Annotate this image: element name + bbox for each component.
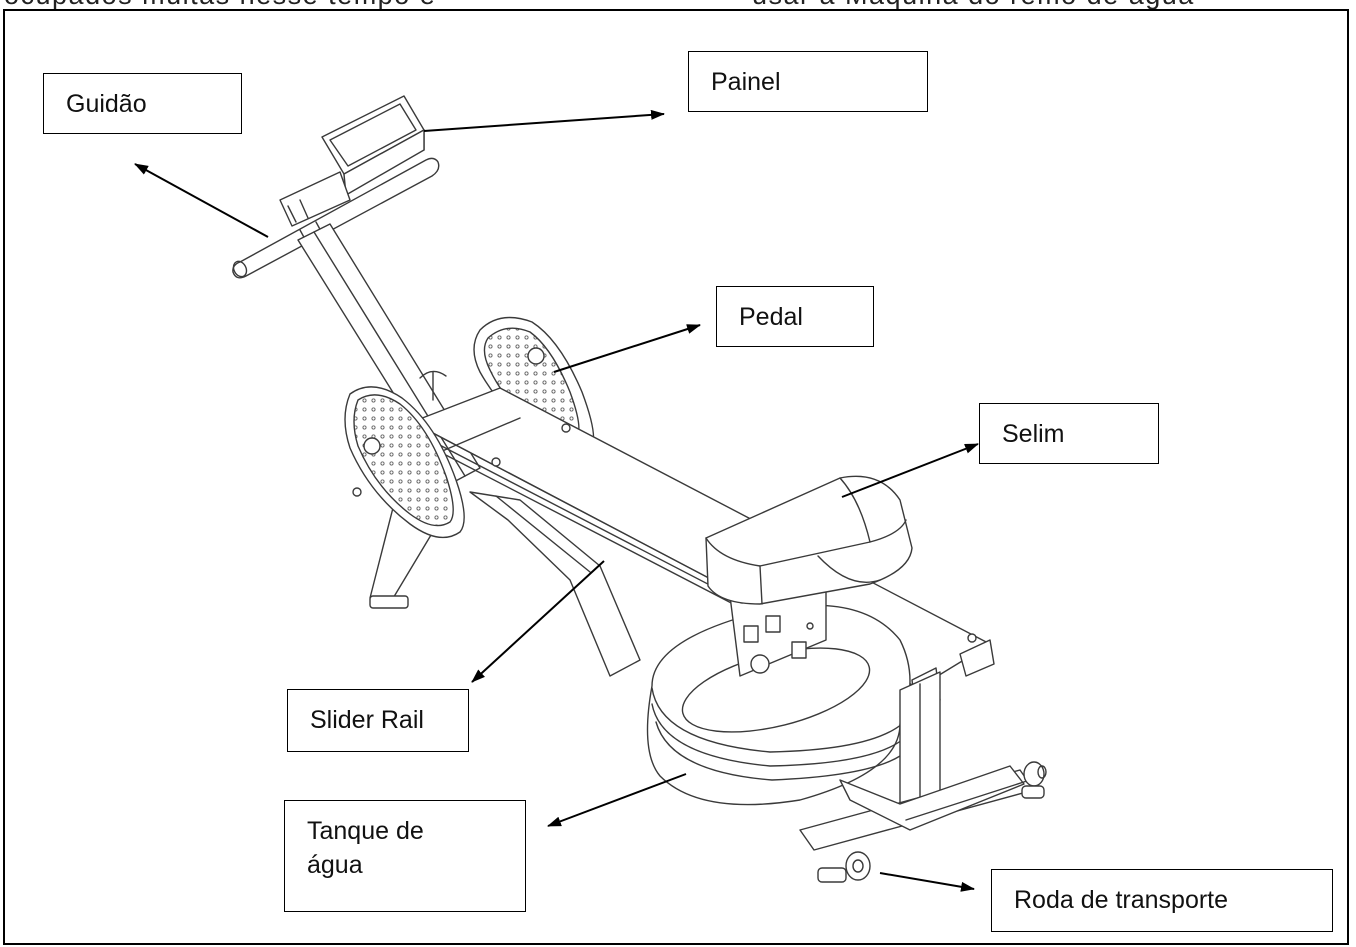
label-painel: Painel: [688, 51, 928, 112]
label-painel-text: Painel: [711, 68, 781, 96]
label-pedal-text: Pedal: [739, 303, 803, 331]
guidao-arrow: [134, 163, 269, 238]
painel-arrow: [423, 109, 665, 132]
label-tanque-de-agua: Tanque de água: [284, 800, 526, 912]
tanque-arrow: [547, 773, 687, 827]
slider-rail-arrow: [471, 560, 605, 683]
label-slider-rail: Slider Rail: [287, 689, 469, 752]
label-pedal: Pedal: [716, 286, 874, 347]
pedal-left-drawing: [344, 386, 465, 539]
selim-arrow: [841, 443, 979, 498]
water-tank-drawing: [646, 604, 911, 806]
label-roda-text: Roda de transporte: [1014, 886, 1229, 914]
pedal-arrow: [553, 324, 701, 373]
diagram-frame: [3, 9, 1349, 945]
label-roda-de-transporte: Roda de transporte: [991, 869, 1333, 932]
label-slider-rail-text: Slider Rail: [310, 706, 424, 734]
label-selim: Selim: [979, 403, 1159, 464]
header-right-text: usar a Máquina do remo de água: [752, 0, 1195, 11]
label-guidao: Guidão: [43, 73, 242, 134]
seat-drawing: [705, 475, 913, 605]
label-tanque-line1: Tanque de: [307, 817, 424, 845]
label-tanque-line2: água: [307, 850, 363, 879]
monitor-drawing: [279, 95, 425, 227]
rear-stand-drawing: [799, 671, 1047, 883]
header-left-text: ocupados muitas nesse tempo e: [4, 0, 436, 11]
label-selim-text: Selim: [1002, 420, 1065, 448]
roda-arrow: [879, 872, 975, 892]
label-guidao-text: Guidão: [66, 90, 147, 118]
